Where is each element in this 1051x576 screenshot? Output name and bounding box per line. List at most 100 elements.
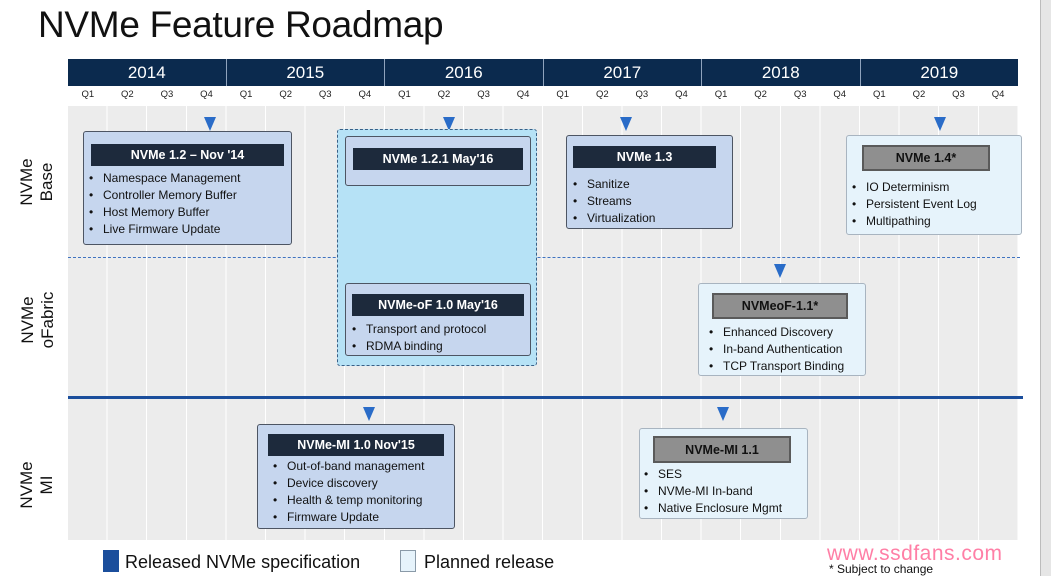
page-title: NVMe Feature Roadmap: [38, 4, 444, 45]
release-title: NVMe 1.4*: [862, 145, 990, 171]
row-label-line: MI: [37, 475, 56, 495]
release-marker-icon: [717, 407, 729, 421]
quarter-label: Q1: [714, 89, 728, 100]
feature-item: Controller Memory Buffer: [89, 187, 240, 204]
quarter-label: Q4: [675, 89, 688, 100]
quarter-label: Q3: [160, 89, 174, 100]
feature-list: SES NVMe-MI In-band Native Enclosure Mgm…: [644, 466, 782, 517]
feature-item: NVMe-MI In-band: [644, 483, 782, 500]
feature-item: Host Memory Buffer: [89, 204, 240, 221]
release-box-nvme-mi-1-0: NVMe-MI 1.0 Nov'15 Out-of-band managemen…: [257, 424, 455, 529]
release-box-nvme-1-2-1: NVMe 1.2.1 May'16: [345, 136, 531, 186]
year-label: 2014: [68, 59, 227, 86]
year-label: 2017: [544, 59, 702, 86]
release-title: NVMe 1.3: [573, 146, 716, 168]
feature-list: IO Determinism Persistent Event Log Mult…: [852, 179, 977, 230]
quarter-label: Q4: [516, 89, 530, 100]
feature-item: Native Enclosure Mgmt: [644, 500, 782, 517]
feature-item: TCP Transport Binding: [709, 358, 844, 375]
release-box-nvme-1-2: NVMe 1.2 – Nov '14 Namespace Management …: [83, 131, 292, 245]
feature-list: Transport and protocol RDMA binding: [352, 321, 486, 355]
feature-item: Enhanced Discovery: [709, 324, 844, 341]
feature-item: Health & temp monitoring: [273, 492, 424, 509]
window-edge: [1040, 0, 1051, 576]
feature-item: Streams: [573, 193, 655, 210]
quarter-label: Q2: [279, 89, 293, 100]
quarter-label: Q4: [991, 89, 1005, 100]
feature-item: Out-of-band management: [273, 458, 424, 475]
year-label: 2015: [227, 59, 385, 86]
release-title: NVMe 1.2.1 May'16: [353, 148, 523, 170]
feature-item: Virtualization: [573, 210, 655, 227]
quarter-label: Q4: [200, 89, 213, 100]
feature-list: Sanitize Streams Virtualization: [573, 176, 655, 227]
row-label-line: NVMe: [17, 158, 36, 206]
row-label-mi: NVMe MI: [17, 455, 57, 515]
feature-item: IO Determinism: [852, 179, 977, 196]
quarter-label: Q2: [912, 89, 926, 100]
quarter-label: Q1: [239, 89, 253, 100]
release-marker-icon: [620, 117, 632, 131]
feature-item: Live Firmware Update: [89, 221, 240, 238]
release-box-nvme-1-3: NVMe 1.3 Sanitize Streams Virtualization: [566, 135, 733, 229]
release-title: NVMe-oF 1.0 May'16: [352, 294, 524, 316]
feature-list: Out-of-band management Device discovery …: [273, 458, 424, 526]
row-label-line: NVMe: [17, 461, 36, 509]
feature-item: Firmware Update: [273, 509, 424, 526]
quarter-label: Q3: [477, 89, 490, 100]
quarter-label: Q2: [121, 89, 134, 100]
release-title: NVMe 1.2 – Nov '14: [91, 144, 284, 166]
feature-item: Namespace Management: [89, 170, 240, 187]
release-title: NVMeoF-1.1*: [712, 293, 848, 319]
release-box-nvme-of-1-0: NVMe-oF 1.0 May'16 Transport and protoco…: [345, 283, 531, 356]
row-label-line: NVMe: [18, 296, 37, 344]
release-title: NVMe-MI 1.1: [653, 436, 791, 463]
feature-item: Persistent Event Log: [852, 196, 977, 213]
feature-item: Transport and protocol: [352, 321, 486, 338]
band-divider: [68, 396, 1023, 399]
quarter-label: Q3: [635, 89, 649, 100]
release-marker-icon: [934, 117, 946, 131]
quarter-label: Q4: [833, 89, 847, 100]
quarter-label: Q1: [556, 89, 570, 100]
release-marker-icon: [204, 117, 216, 131]
quarter-label: Q1: [398, 89, 411, 100]
feature-item: SES: [644, 466, 782, 483]
quarter-header: Q1 Q2 Q3 Q4 Q1 Q2 Q3 Q4 Q1 Q2 Q3 Q4 Q1 Q2 Q3 Q4 Q1 Q2 Q3 Q4…: [68, 86, 1018, 104]
quarter-label: Q2: [595, 89, 609, 100]
year-label: 2016: [385, 59, 544, 86]
watermark: www.ssdfans.com: [827, 542, 1003, 565]
quarter-label: Q1: [81, 89, 95, 100]
feature-item: In-band Authentication: [709, 341, 844, 358]
quarter-label: Q3: [793, 89, 807, 100]
row-label-line: oFabric: [38, 291, 57, 349]
year-label: 2018: [702, 59, 861, 86]
release-box-nvme-1-4: NVMe 1.4* IO Determinism Persistent Even…: [846, 135, 1022, 235]
feature-list: Enhanced Discovery In-band Authenticatio…: [709, 324, 844, 375]
quarter-label: Q1: [873, 89, 886, 100]
quarter-label: Q2: [754, 89, 767, 100]
feature-item: Device discovery: [273, 475, 424, 492]
quarter-label: Q2: [437, 89, 451, 100]
release-marker-icon: [774, 264, 786, 278]
quarter-label: Q3: [318, 89, 332, 100]
feature-item: Multipathing: [852, 213, 977, 230]
row-label-ofabric: NVMe oFabric: [18, 280, 58, 360]
year-label: 2019: [920, 62, 959, 82]
year-header: 2014 2015 2016 2017 2018 2019: [68, 59, 1018, 86]
legend-swatch-released: [103, 550, 119, 572]
row-label-line: Base: [37, 162, 56, 202]
legend-label-released: Released NVMe specification: [125, 552, 361, 572]
release-box-nvmeof-1-1: NVMeoF-1.1* Enhanced Discovery In-band A…: [698, 283, 866, 376]
release-marker-icon: [363, 407, 375, 421]
quarter-label: Q4: [358, 89, 372, 100]
feature-item: Sanitize: [573, 176, 655, 193]
row-label-base: NVMe Base: [17, 152, 57, 212]
release-title: NVMe-MI 1.0 Nov'15: [268, 434, 444, 456]
release-box-nvme-mi-1-1: NVMe-MI 1.1 SES NVMe-MI In-band Native E…: [639, 428, 808, 519]
legend-swatch-planned: [400, 550, 416, 572]
feature-item: RDMA binding: [352, 338, 486, 355]
quarter-label: Q3: [952, 89, 965, 100]
release-marker-icon: [443, 117, 455, 131]
band-divider: [68, 257, 1020, 258]
